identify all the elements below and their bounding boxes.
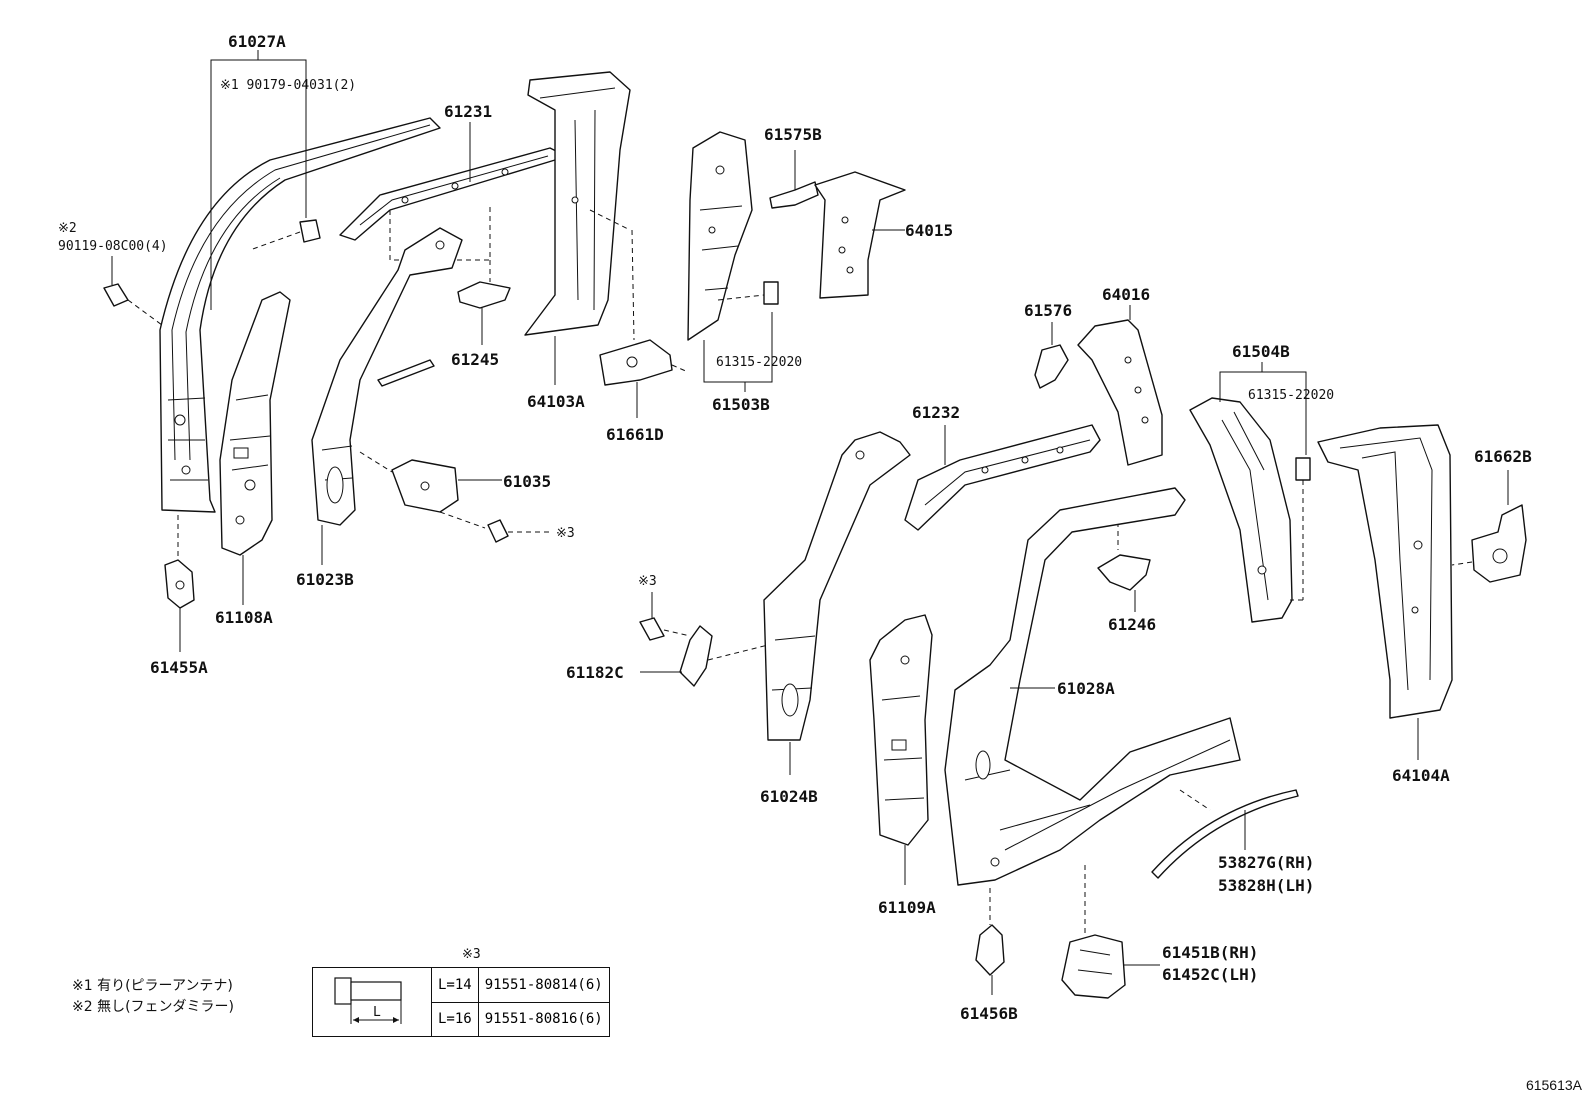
part-61182C-drawing <box>679 625 713 687</box>
bolt-icon-cell: L <box>312 967 432 1037</box>
label-90119-08C00: 90119-08C00(4) <box>58 239 168 254</box>
part-61315-clip-a <box>717 281 779 305</box>
label-61182C: 61182C <box>566 663 624 682</box>
label-61109A: 61109A <box>878 898 936 917</box>
label-53828H: 53828H(LH) <box>1218 876 1314 895</box>
note3-label-a: ※3 <box>556 526 575 541</box>
part-64015-drawing <box>814 171 906 299</box>
table-row: L L=14 91551-80814(6) <box>312 967 610 1037</box>
bolt-table: L L=14 91551-80814(6) L=16 91551-80816(6… <box>312 967 610 1037</box>
part-61503B-drawing <box>687 131 753 341</box>
label-61576: 61576 <box>1024 301 1072 320</box>
part-61246-drawing <box>1097 522 1151 591</box>
label-61456B: 61456B <box>960 1004 1018 1023</box>
length-cell: L=16 <box>431 1001 479 1037</box>
label-61455A: 61455A <box>150 658 208 677</box>
label-61232: 61232 <box>912 403 960 422</box>
label-64103A: 64103A <box>527 392 585 411</box>
part-strip-decor <box>377 359 435 387</box>
label-61231: 61231 <box>444 102 492 121</box>
part-number-cell: 91551-80816(6) <box>477 1001 610 1037</box>
label-61246: 61246 <box>1108 615 1156 634</box>
leader-61504B <box>1219 371 1307 455</box>
label-61315-a: 61315-22020 <box>716 355 802 370</box>
label-61315-b: 61315-22020 <box>1248 388 1334 403</box>
part-61245-drawing <box>457 260 511 309</box>
part-61109A-drawing <box>869 614 933 846</box>
note1-part-label: ※1 90179-04031(2) <box>220 78 356 93</box>
part-61023B-drawing <box>311 227 463 526</box>
part-61035-drawing <box>359 451 486 529</box>
leader-61503B <box>703 312 773 383</box>
dim-label: L <box>373 1005 381 1020</box>
label-61661D: 61661D <box>606 425 664 444</box>
legend-note1: ※1 有り(ピラーアンテナ) <box>72 978 233 994</box>
part-61028A-drawing <box>944 487 1241 886</box>
part-61451B-drawing <box>1061 865 1126 999</box>
flange-bolt-icon: L <box>334 977 402 1024</box>
length-cell: L=14 <box>431 967 479 1003</box>
label-61575B: 61575B <box>764 125 822 144</box>
part-90179-04031-nut <box>249 219 321 251</box>
part-61315-clip-b <box>1290 457 1311 601</box>
part-90119-bolt <box>103 256 163 326</box>
label-61035: 61035 <box>503 472 551 491</box>
part-64016-drawing <box>1077 319 1163 466</box>
label-61024B: 61024B <box>760 787 818 806</box>
label-61108A: 61108A <box>215 608 273 627</box>
part-bolt-note3-b <box>639 592 691 641</box>
label-61245: 61245 <box>451 350 499 369</box>
part-61024B-drawing <box>707 431 911 741</box>
part-53827G-drawing <box>1151 789 1299 879</box>
part-61661D-drawing <box>599 339 689 386</box>
part-61456B-drawing <box>975 888 1005 976</box>
part-61662B-drawing <box>1451 504 1527 583</box>
label-53827G: 53827G(RH) <box>1218 853 1314 872</box>
bolt-table-title: ※3 <box>462 947 481 962</box>
part-61108A-drawing <box>219 291 291 556</box>
label-61452C: 61452C(LH) <box>1162 965 1258 984</box>
label-61028A: 61028A <box>1057 679 1115 698</box>
part-61455A-drawing <box>164 515 195 609</box>
part-61232-drawing <box>904 424 1101 531</box>
note2-mark: ※2 <box>58 221 77 236</box>
part-number-cell: 91551-80814(6) <box>477 967 610 1003</box>
part-61231-drawing <box>339 147 559 241</box>
label-64104A: 64104A <box>1392 766 1450 785</box>
table-row: L=16 91551-80816(6) <box>313 1001 610 1037</box>
part-61027A-drawing <box>159 117 441 513</box>
label-61451B: 61451B(RH) <box>1162 943 1258 962</box>
note3-label-b: ※3 <box>638 574 657 589</box>
label-64015: 64015 <box>905 221 953 240</box>
part-61504B-drawing <box>1189 397 1293 623</box>
diagram-id: 615613A <box>1525 1077 1582 1093</box>
label-61662B: 61662B <box>1474 447 1532 466</box>
label-61503B: 61503B <box>712 395 770 414</box>
label-61504B: 61504B <box>1232 342 1290 361</box>
label-64016: 64016 <box>1102 285 1150 304</box>
part-61576-drawing <box>1034 344 1069 389</box>
part-64103A-drawing <box>524 71 631 336</box>
label-61023B: 61023B <box>296 570 354 589</box>
part-64104A-drawing <box>1317 424 1453 719</box>
part-61575B-drawing <box>769 181 819 209</box>
part-bolt-note3-a <box>487 519 552 543</box>
label-61027A: 61027A <box>228 32 286 51</box>
legend-note2: ※2 無し(フェンダミラー) <box>72 999 235 1015</box>
